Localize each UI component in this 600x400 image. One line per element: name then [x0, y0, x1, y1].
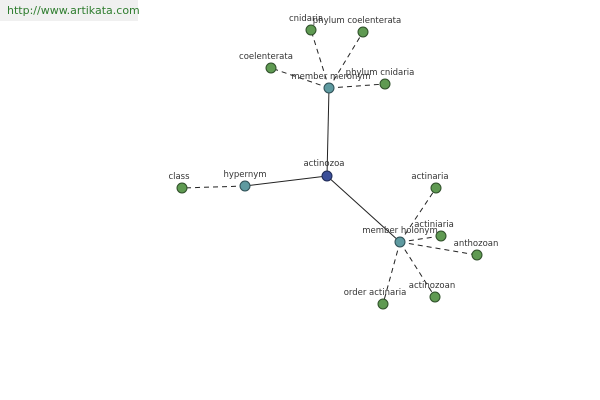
edge-member-meronym-phylum-cnidaria [328, 83, 386, 89]
leaf-phylum-cnidaria-label[interactable]: phylum cnidaria [346, 68, 415, 78]
leaf-order-actinaria-node[interactable] [377, 298, 389, 310]
leaf-phylum-coelenterata-label[interactable]: phylum coelenterata [313, 16, 401, 26]
leaf-actinaria-node[interactable] [430, 182, 442, 194]
relation-member-holonym-label[interactable]: member holonym [362, 226, 437, 236]
edge-member-holonym-order-actinaria [382, 241, 401, 305]
edge-actinozoa-member-holonym [326, 175, 401, 243]
relation-hypernym-node[interactable] [239, 180, 251, 192]
center-actinozoa-node[interactable] [321, 170, 333, 182]
leaf-anthozoan-node[interactable] [471, 249, 483, 261]
edge-member-holonym-actinozoan [399, 241, 436, 298]
leaf-class-label[interactable]: class [168, 172, 190, 182]
edge-member-meronym-phylum-coelenterata [328, 31, 364, 89]
leaf-anthozoan-label[interactable]: anthozoan [454, 239, 499, 249]
leaf-actiniaria-node[interactable] [435, 230, 447, 242]
relation-member-meronym-node[interactable] [323, 82, 335, 94]
leaf-coelenterata-label[interactable]: coelenterata [239, 52, 293, 62]
edge-actinozoa-member-meronym [326, 87, 330, 177]
leaf-coelenterata-node[interactable] [265, 62, 277, 74]
edge-member-holonym-anthozoan [399, 241, 478, 256]
edges-layer [181, 29, 478, 305]
edge-member-holonym-actiniaria [399, 235, 442, 243]
edge-member-meronym-cnidaria [310, 29, 330, 89]
leaf-actiniaria-label[interactable]: actiniaria [414, 220, 454, 230]
relation-hypernym-label[interactable]: hypernym [223, 170, 266, 180]
edge-actinozoa-hypernym [244, 175, 328, 187]
leaf-phylum-coelenterata-node[interactable] [357, 26, 369, 38]
relation-member-holonym-node[interactable] [394, 236, 406, 248]
edge-hypernym-class [181, 185, 246, 189]
leaf-order-actinaria-label[interactable]: order actinaria [344, 288, 407, 298]
watermark: http://www.artikata.com [0, 0, 140, 21]
leaf-actinozoan-label[interactable]: actinozoan [409, 281, 455, 291]
leaf-cnidaria-label[interactable]: cnidaria [289, 14, 323, 24]
center-actinozoa-label[interactable]: actinozoa [303, 159, 344, 169]
edge-member-holonym-actinaria [399, 187, 437, 243]
leaf-cnidaria-node[interactable] [305, 24, 317, 36]
leaf-phylum-cnidaria-node[interactable] [379, 78, 391, 90]
relation-member-meronym-label[interactable]: member meronym [291, 72, 370, 82]
edge-member-meronym-coelenterata [270, 67, 330, 89]
watermark-text[interactable]: http://www.artikata.com [7, 4, 140, 17]
leaf-class-node[interactable] [176, 182, 188, 194]
nodes-layer [176, 24, 483, 310]
leaf-actinozoan-node[interactable] [429, 291, 441, 303]
leaf-actinaria-label[interactable]: actinaria [411, 172, 448, 182]
